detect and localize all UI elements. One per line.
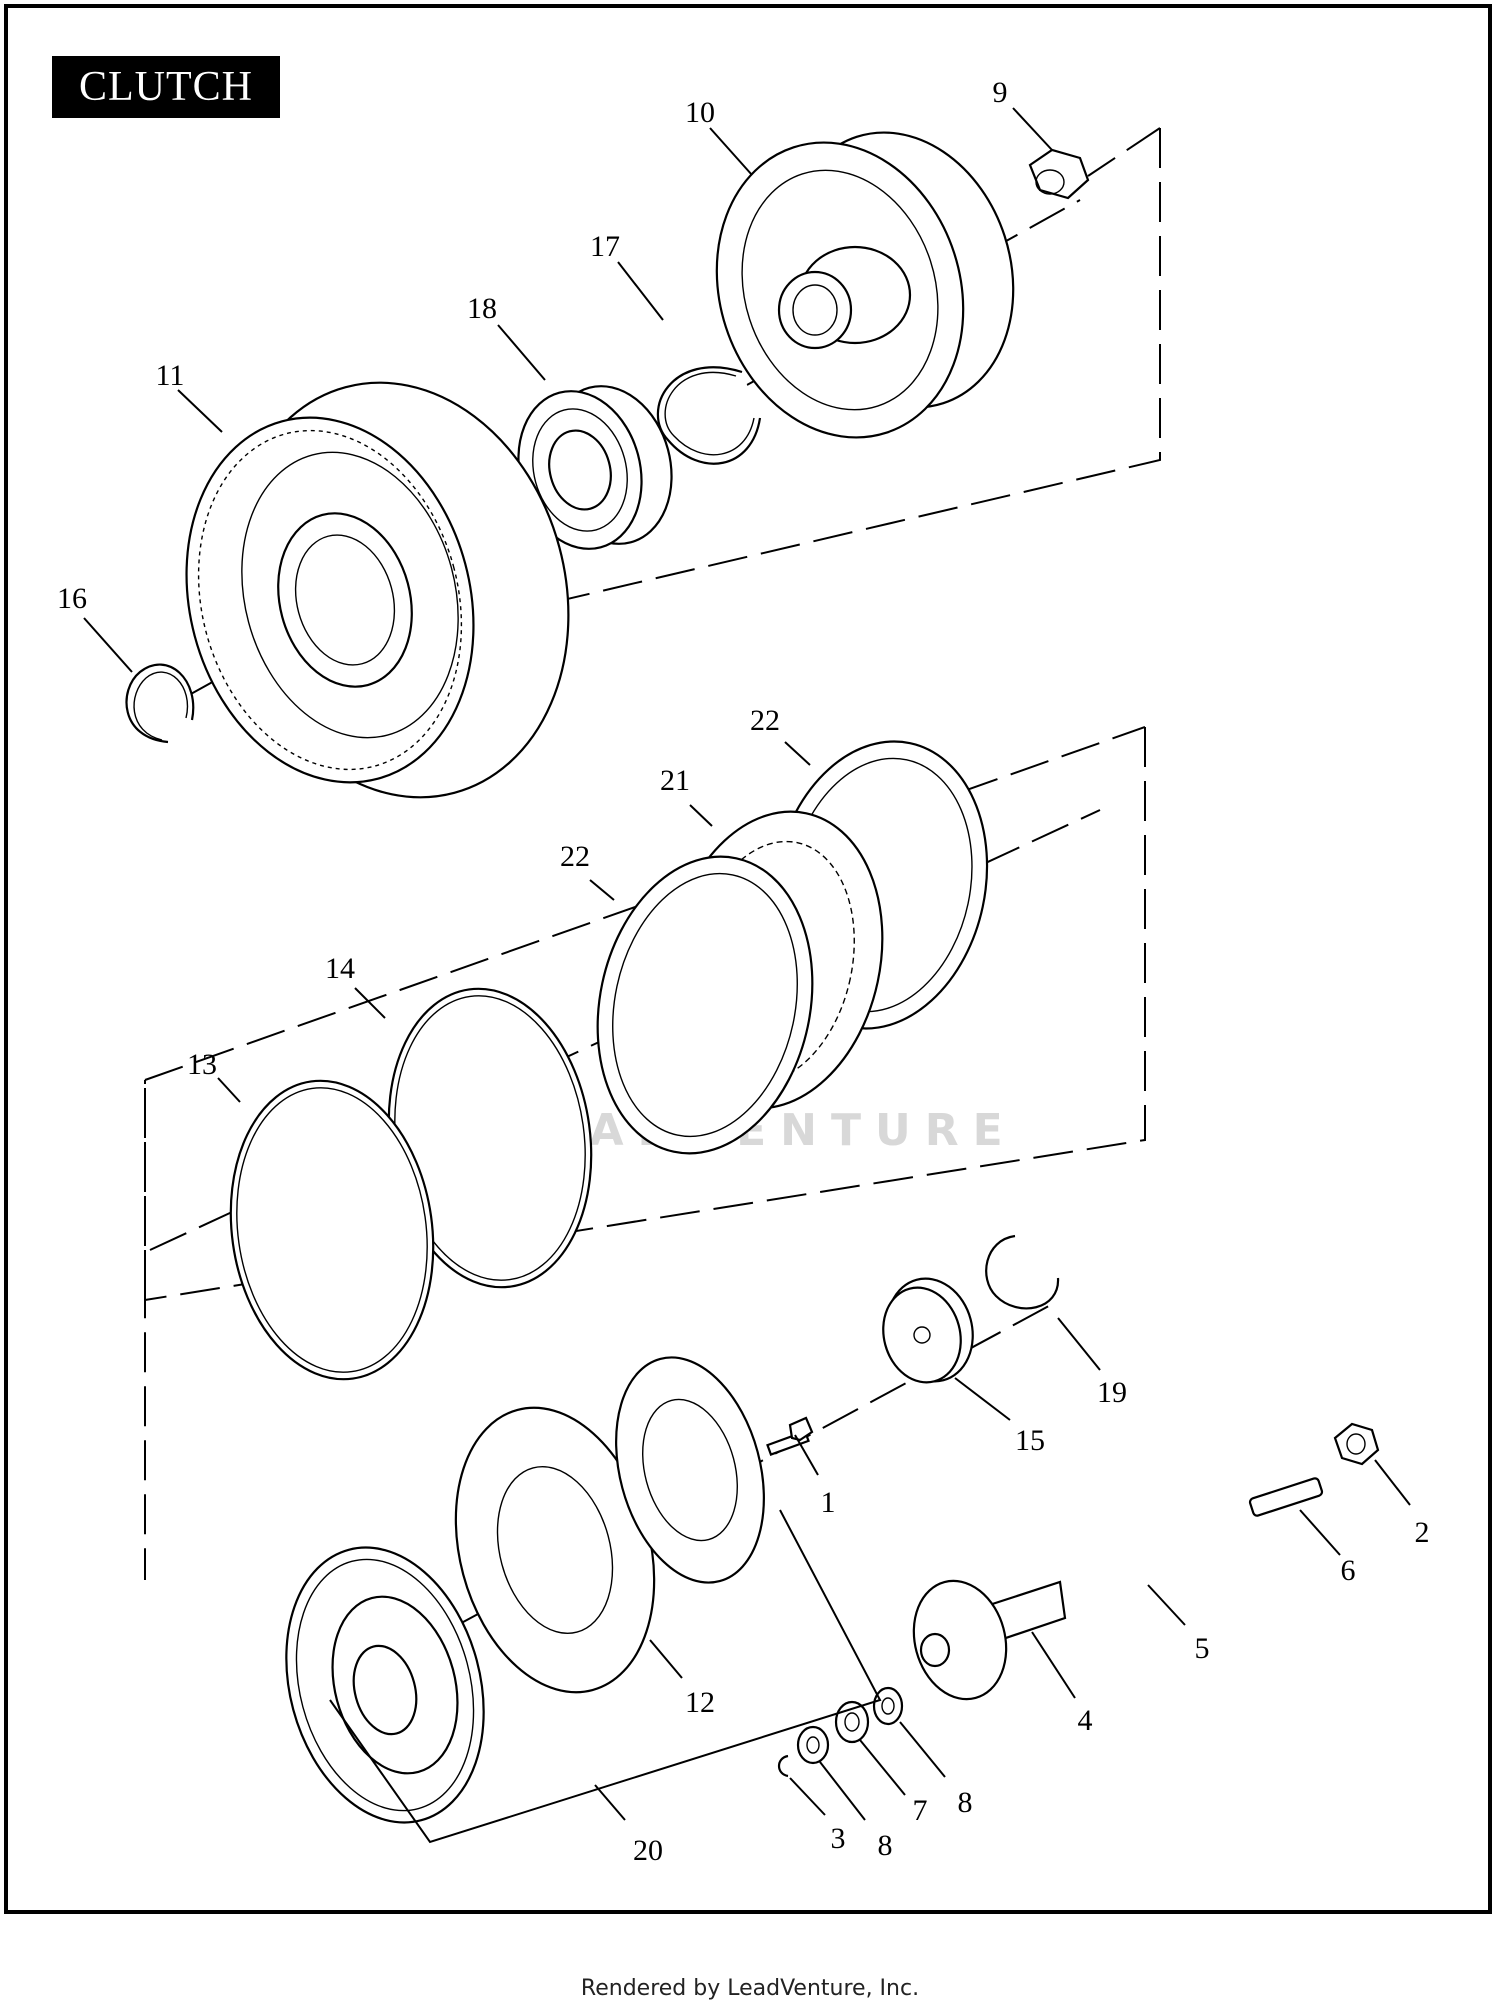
callout-3: 3 <box>831 1822 846 1855</box>
part-5-pushrod <box>1087 1539 1218 1599</box>
callout-12: 12 <box>685 1686 715 1719</box>
callout-18: 18 <box>467 292 497 325</box>
callout-10: 10 <box>685 96 715 129</box>
callout-9: 9 <box>993 76 1008 109</box>
callout-21: 21 <box>660 764 690 797</box>
part-6-adjuster-screw <box>1248 1477 1324 1517</box>
callout-1: 1 <box>821 1486 836 1519</box>
callout-19: 19 <box>1097 1376 1127 1409</box>
callout-22-rear: 22 <box>750 704 780 737</box>
callout-4: 4 <box>1078 1704 1093 1737</box>
part-18-bearing <box>517 385 673 550</box>
part-19-retaining-ring <box>985 1234 1060 1310</box>
diagram-frame <box>4 4 1492 1914</box>
part-15-ramp-plate <box>882 1277 974 1384</box>
part-22-friction-plate-front <box>596 855 814 1155</box>
part-16-snap-ring <box>125 663 195 744</box>
callout-22-front: 22 <box>560 840 590 873</box>
callout-11: 11 <box>156 359 185 392</box>
part-1-bolt <box>766 1416 814 1456</box>
callout-8-lower: 8 <box>878 1829 893 1862</box>
part-8-washer-lower <box>796 1725 830 1765</box>
callout-7: 7 <box>913 1794 928 1827</box>
part-4-release-shaft <box>912 1579 1067 1701</box>
footer-credit: Rendered by LeadVenture, Inc. <box>580 1976 920 2001</box>
part-9-nut <box>1028 148 1090 200</box>
callout-13: 13 <box>187 1048 217 1081</box>
part-10-clutch-hub <box>715 131 1015 439</box>
callout-17: 17 <box>590 230 620 263</box>
callout-20: 20 <box>633 1834 663 1867</box>
callout-14: 14 <box>325 952 355 985</box>
callout-6: 6 <box>1341 1554 1356 1587</box>
part-13-ring <box>229 1079 435 1381</box>
part-8-washer-upper <box>872 1686 904 1726</box>
callout-15: 15 <box>1015 1424 1045 1457</box>
callout-2: 2 <box>1415 1516 1430 1549</box>
leader-lines <box>83 107 1411 1844</box>
part-2-nut <box>1333 1422 1380 1466</box>
callout-5: 5 <box>1195 1632 1210 1665</box>
callout-labels: 9 10 17 18 11 16 22 21 22 14 13 19 15 1 … <box>57 76 1430 1867</box>
part-11-clutch-shell <box>185 381 570 799</box>
callout-8-upper: 8 <box>958 1786 973 1819</box>
callout-16: 16 <box>57 582 87 615</box>
part-20-pressure-plate <box>285 1546 485 1824</box>
part-20-backing-plate <box>615 1356 765 1584</box>
part-3-retaining-ring <box>777 1754 789 1778</box>
diagram-title: CLUTCH <box>52 56 280 118</box>
part-17-retaining-ring <box>656 366 762 465</box>
exploded-parts-diagram: LEADVENTURE <box>57 76 1430 1867</box>
